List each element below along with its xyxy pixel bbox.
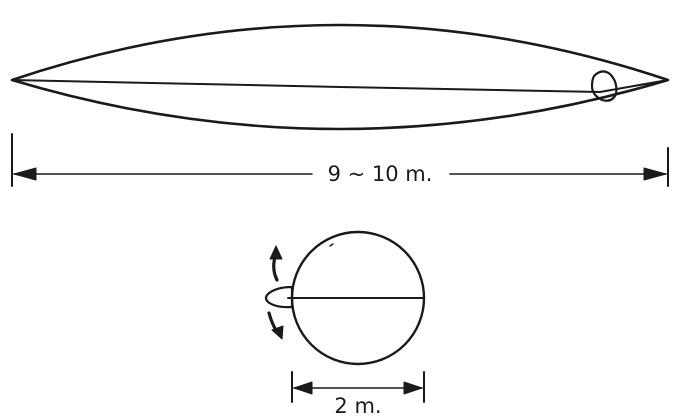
end-view-gondola bbox=[264, 285, 294, 309]
side-view-gondola bbox=[590, 70, 618, 102]
diameter-label: 2 m. bbox=[334, 394, 381, 417]
diameter-label-backdrop bbox=[330, 394, 386, 416]
diameter-arrowhead-left bbox=[293, 381, 313, 395]
side-view: 9 ~ 10 m. bbox=[10, 23, 670, 187]
diameter-arrowhead-right bbox=[403, 381, 423, 395]
end-view: 2 m. bbox=[264, 230, 426, 417]
length-label: 9 ~ 10 m. bbox=[328, 162, 433, 186]
length-arrowhead-right bbox=[643, 167, 667, 181]
length-arrowhead-left bbox=[13, 167, 37, 181]
end-view-mark bbox=[329, 243, 334, 247]
side-view-envelope bbox=[10, 23, 670, 131]
side-view-axis-line bbox=[11, 79, 669, 93]
diameter-dimension: 2 m. bbox=[291, 371, 425, 417]
rotation-arrow-up-head bbox=[269, 245, 283, 260]
rotation-arrow-down-head bbox=[271, 325, 284, 340]
length-dimension: 9 ~ 10 m. bbox=[11, 133, 669, 187]
